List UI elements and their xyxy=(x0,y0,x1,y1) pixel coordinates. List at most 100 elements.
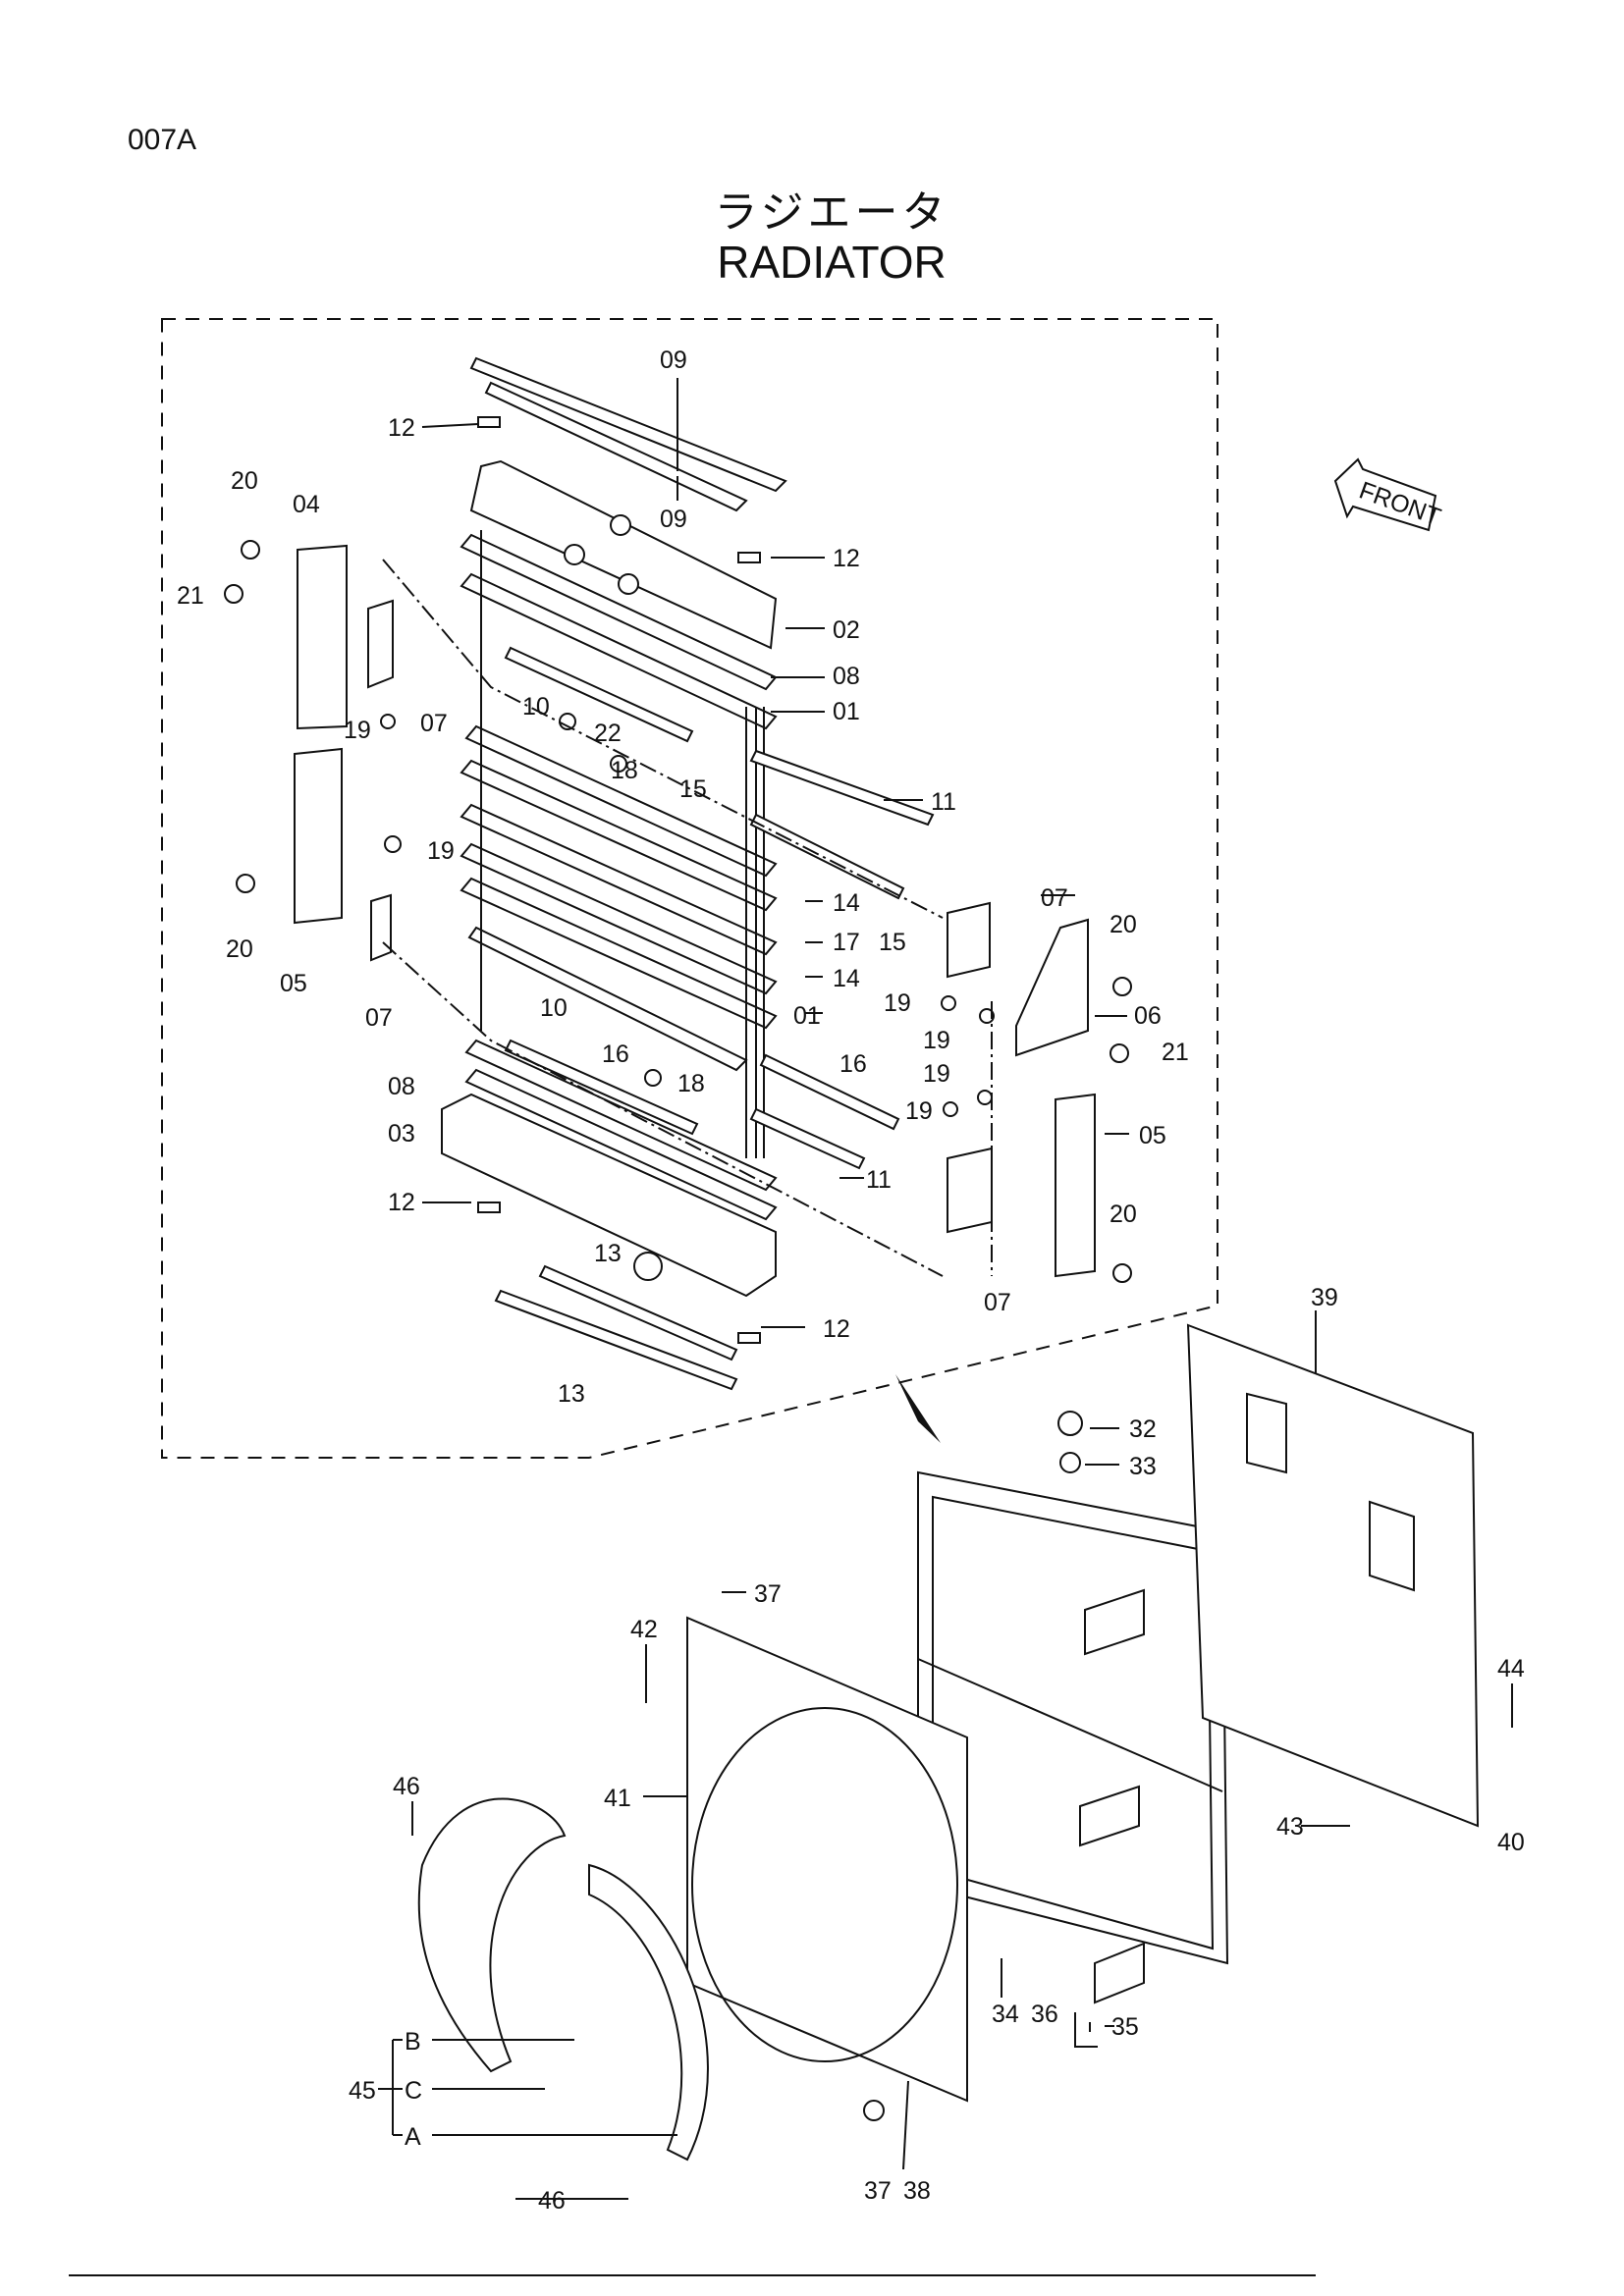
callout-46b: 46 xyxy=(538,2187,566,2215)
shroud-41 xyxy=(686,1616,968,2103)
bracket-05-left xyxy=(294,747,343,925)
callout-19f: 19 xyxy=(905,1097,933,1125)
page-code: 007A xyxy=(128,124,197,156)
callout-20d: 20 xyxy=(1110,1201,1137,1228)
radiator-assembly xyxy=(917,1411,1229,2004)
callout-15b: 15 xyxy=(879,929,906,956)
callout-32: 32 xyxy=(1129,1415,1157,1443)
bracket-07c xyxy=(947,901,991,979)
callout-12c: 12 xyxy=(388,1189,415,1216)
callout-14b: 14 xyxy=(833,965,860,992)
front-direction-arrow: FRONT xyxy=(1333,457,1444,532)
callout-08b: 08 xyxy=(388,1073,415,1100)
callout-43: 43 xyxy=(1276,1813,1304,1841)
mesh-patch-lower xyxy=(1079,1785,1140,1847)
callout-15a: 15 xyxy=(679,775,707,803)
callout-10b: 10 xyxy=(540,994,568,1022)
callout-04: 04 xyxy=(293,491,320,518)
callout-22: 22 xyxy=(594,720,622,747)
bracket-07d xyxy=(947,1147,993,1234)
callout-41: 41 xyxy=(604,1785,631,1812)
callout-45: 45 xyxy=(349,2077,376,2105)
callout-20c: 20 xyxy=(1110,911,1137,938)
leader-lines xyxy=(378,378,1513,2200)
strip-11-lower xyxy=(749,1107,866,1170)
bracket-07a xyxy=(367,599,394,689)
callout-19e: 19 xyxy=(923,1060,950,1088)
callout-21b: 21 xyxy=(1162,1039,1189,1066)
callout-07d: 07 xyxy=(984,1289,1011,1316)
callout-02: 02 xyxy=(833,616,860,644)
callout-11a: 11 xyxy=(931,788,956,816)
filler-neck xyxy=(610,514,631,536)
side-strips xyxy=(494,646,935,1391)
lower-tank-03 xyxy=(441,1093,777,1298)
strip-13a xyxy=(538,1264,738,1362)
strip-15 xyxy=(749,813,905,900)
cap-33 xyxy=(1059,1452,1081,1473)
callout-38: 38 xyxy=(903,2177,931,2205)
callout-labels: 09 09 12 12 12 12 20 20 20 20 04 21 21 0… xyxy=(177,347,1525,2215)
callout-12a: 12 xyxy=(388,414,415,442)
screen-39 xyxy=(1186,1323,1480,1828)
callout-13a: 13 xyxy=(594,1240,622,1267)
brackets xyxy=(294,544,1096,1278)
callout-03: 03 xyxy=(388,1120,415,1148)
strip-11-upper xyxy=(749,749,935,827)
title-japanese: ラジエータ xyxy=(714,187,949,238)
callout-11b: 11 xyxy=(866,1166,892,1194)
callout-C: C xyxy=(405,2077,422,2105)
callout-12b: 12 xyxy=(833,545,860,572)
callout-37a: 37 xyxy=(754,1580,782,1608)
detail-group-boundary xyxy=(161,318,1218,1459)
callout-07c: 07 xyxy=(1041,884,1068,912)
callout-09b: 09 xyxy=(660,506,687,533)
bracket-07b xyxy=(370,893,392,962)
radiator-cap-32 xyxy=(1057,1411,1083,1436)
bracket-04 xyxy=(297,544,348,730)
callout-39: 39 xyxy=(1311,1284,1338,1311)
core-tubes xyxy=(480,530,765,1158)
callout-16b: 16 xyxy=(839,1050,867,1078)
callout-13b: 13 xyxy=(558,1380,585,1408)
callout-36: 36 xyxy=(1031,2001,1058,2028)
callout-34: 34 xyxy=(992,2001,1019,2028)
callout-40: 40 xyxy=(1497,1829,1525,1856)
callout-16a: 16 xyxy=(602,1041,629,1068)
callout-10a: 10 xyxy=(522,693,550,721)
callout-06: 06 xyxy=(1134,1002,1162,1030)
hoses xyxy=(863,2012,1098,2170)
bracket-06 xyxy=(1015,918,1089,1057)
bracket-05-right xyxy=(1055,1093,1096,1278)
callout-21a: 21 xyxy=(177,582,204,610)
mesh-patch xyxy=(1084,1588,1145,1656)
callout-46a: 46 xyxy=(393,1773,420,1800)
detail-pointer-arrow xyxy=(895,1374,941,1443)
strip-10-lower xyxy=(504,1039,699,1136)
title-english: RADIATOR xyxy=(717,237,947,288)
callout-05a: 05 xyxy=(280,970,307,997)
callout-07b: 07 xyxy=(365,1004,393,1032)
callout-19b: 19 xyxy=(427,837,455,865)
callout-33: 33 xyxy=(1129,1453,1157,1480)
top-strips-09 xyxy=(469,356,787,512)
callout-19a: 19 xyxy=(344,717,371,744)
callout-44: 44 xyxy=(1497,1655,1525,1682)
callout-19d: 19 xyxy=(923,1027,950,1054)
callout-A: A xyxy=(405,2123,421,2151)
callout-12d: 12 xyxy=(823,1315,850,1343)
strip-13b xyxy=(494,1289,738,1391)
callout-B: B xyxy=(405,2028,421,2056)
callout-18a: 18 xyxy=(611,757,638,784)
callout-14a: 14 xyxy=(833,889,860,917)
callout-19c: 19 xyxy=(884,989,911,1017)
bolts xyxy=(224,540,1132,1283)
chain-lines xyxy=(382,559,993,1277)
callout-01a: 01 xyxy=(833,698,860,725)
callout-17: 17 xyxy=(833,929,860,956)
callout-08a: 08 xyxy=(833,663,860,690)
small-plates-12 xyxy=(477,416,761,1344)
callout-37b: 37 xyxy=(864,2177,892,2205)
callout-07a: 07 xyxy=(420,710,448,737)
strip-16 xyxy=(759,1053,900,1131)
